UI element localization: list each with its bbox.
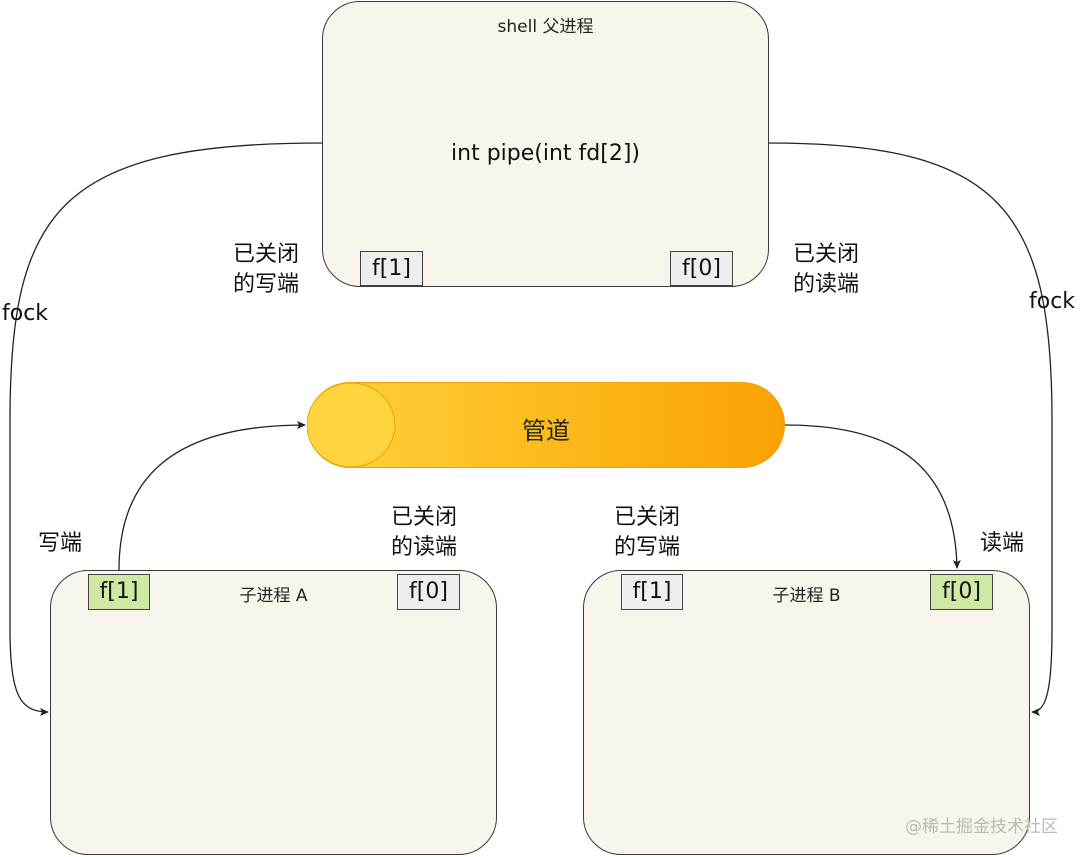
- child-process-a-title: 子进程 A: [239, 586, 308, 606]
- write-to-pipe-edge: [118, 421, 306, 571]
- child-b-fd-write: f[1]: [621, 574, 683, 610]
- child-a-read-closed-label-line2: 的读端: [391, 535, 458, 560]
- parent-process-title: shell 父进程: [497, 17, 594, 37]
- child-b-write-closed-label-line2: 的写端: [614, 535, 681, 560]
- child-b-fd-read: f[0]: [930, 574, 993, 610]
- pipe-cylinder: 管道: [307, 382, 785, 468]
- child-a-read-closed-label-line1: 已关闭: [391, 505, 458, 530]
- child-b-read-end-label: 读端: [980, 531, 1025, 556]
- watermark: @稀土掘金技术社区: [905, 817, 1058, 837]
- child-b-write-closed-label-line1: 已关闭: [614, 505, 681, 530]
- pipe-label: 管道: [522, 417, 570, 445]
- parent-fd-read: f[0]: [670, 251, 733, 286]
- fork-left-edge: [9, 142, 323, 716]
- parent-read-closed-label-line1: 已关闭: [793, 242, 860, 267]
- pipe-end-cap: [307, 382, 396, 468]
- fork-right-label: fock: [1029, 289, 1076, 314]
- parent-fd-write: f[1]: [360, 251, 423, 286]
- parent-write-closed-label-line1: 已关闭: [233, 242, 300, 267]
- child-a-fd-write: f[1]: [88, 574, 150, 610]
- pipe-function-signature: int pipe(int fd[2]): [451, 141, 640, 166]
- parent-process-box: shell 父进程 int pipe(int fd[2]) f[1] f[0]: [322, 1, 769, 287]
- pipe-to-read-edge: [784, 424, 961, 569]
- fork-right-edge: [768, 142, 1053, 716]
- child-process-a-box: 子进程 A f[1] f[0]: [50, 570, 497, 855]
- child-a-write-end-label: 写端: [38, 531, 83, 556]
- child-process-b-title: 子进程 B: [772, 586, 841, 606]
- child-a-fd-read: f[0]: [397, 574, 460, 610]
- child-process-b-box: 子进程 B f[1] f[0]: [583, 570, 1030, 855]
- parent-write-closed-label-line2: 的写端: [233, 272, 300, 297]
- fork-left-label: fock: [2, 301, 49, 326]
- parent-read-closed-label-line2: 的读端: [793, 272, 860, 297]
